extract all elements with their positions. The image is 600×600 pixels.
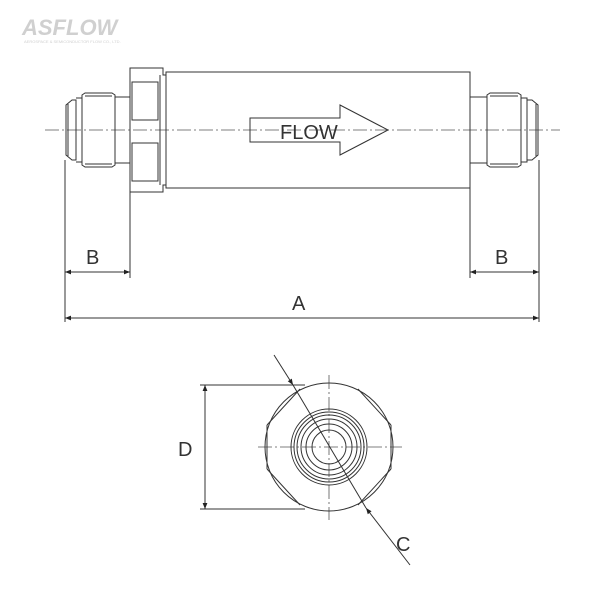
hex-nut-outline	[264, 382, 394, 512]
flow-arrow: FLOW	[249, 104, 390, 156]
right-fitting	[470, 92, 539, 168]
filter-body	[165, 71, 471, 189]
end-view: D C	[178, 354, 411, 566]
dim-b-left-label: B	[86, 247, 99, 269]
logo-tagline: AEROSPACE & SEMICONDUCTOR FLOW CO., LTD.	[24, 39, 121, 44]
dim-c-arrow-bottom	[365, 507, 411, 566]
dim-a-label: A	[292, 293, 306, 315]
logo-text: ASFLOW	[21, 15, 120, 40]
dim-c-label: C	[396, 534, 410, 556]
side-view: FLOW B B A	[45, 67, 560, 322]
logo: ASFLOW AEROSPACE & SEMICONDUCTOR FLOW CO…	[21, 15, 121, 44]
dim-c-arrow-top	[273, 354, 294, 386]
dim-b-right-label: B	[495, 247, 508, 269]
flow-label: FLOW	[280, 122, 338, 144]
dim-d-label: D	[178, 439, 192, 461]
